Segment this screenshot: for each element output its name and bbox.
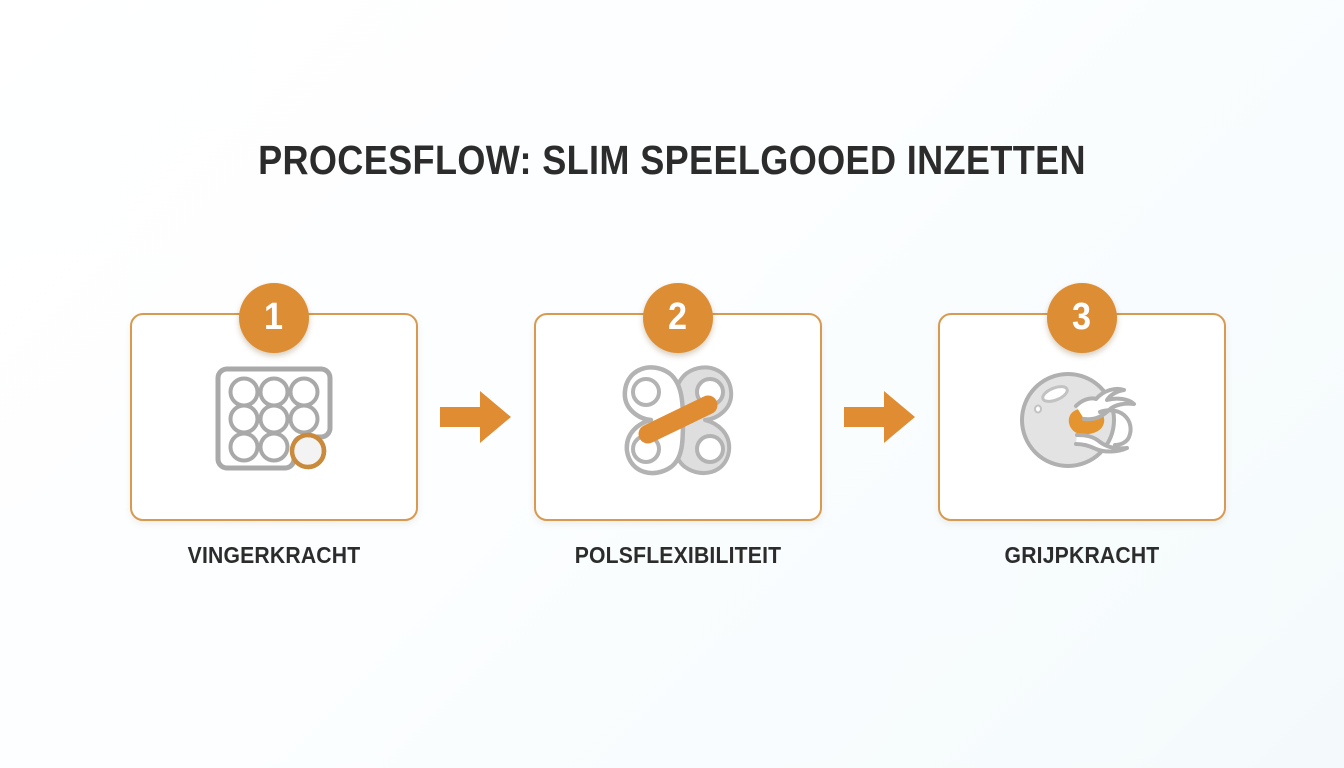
step-number-1: 1 — [264, 296, 284, 338]
step-label-2: POLSFLEXIBILITEIT — [574, 542, 782, 568]
step-badge-3: 3 — [1047, 283, 1117, 353]
step-badge-1: 1 — [239, 283, 309, 353]
fidget-loop-icon — [603, 355, 753, 485]
step-label-3: GRIJPKRACHT — [1004, 542, 1160, 568]
pop-it-grid-icon — [199, 355, 349, 485]
flow-arrow-2 — [834, 313, 926, 521]
step-number-2: 2 — [668, 296, 688, 338]
flow-step-3[interactable]: GRIJPKRACHT 3 — [938, 283, 1226, 569]
process-flow: VINGERKRACHT 1 — [130, 283, 1226, 573]
arrow-right-icon — [440, 389, 512, 445]
arrow-right-icon — [844, 389, 916, 445]
step-number-3: 3 — [1072, 296, 1092, 338]
step-badge-2: 2 — [643, 283, 713, 353]
stress-ball-hand-icon — [1007, 355, 1157, 485]
flow-step-2[interactable]: POLSFLEXIBILITEIT 2 — [534, 283, 822, 569]
step-label-1: VINGERKRACHT — [187, 542, 361, 568]
flow-arrow-1 — [430, 313, 522, 521]
page-title: PROCESFLOW: SLIM SPEELGOOED INZETTEN — [258, 137, 1086, 183]
flow-step-1[interactable]: VINGERKRACHT 1 — [130, 283, 418, 569]
